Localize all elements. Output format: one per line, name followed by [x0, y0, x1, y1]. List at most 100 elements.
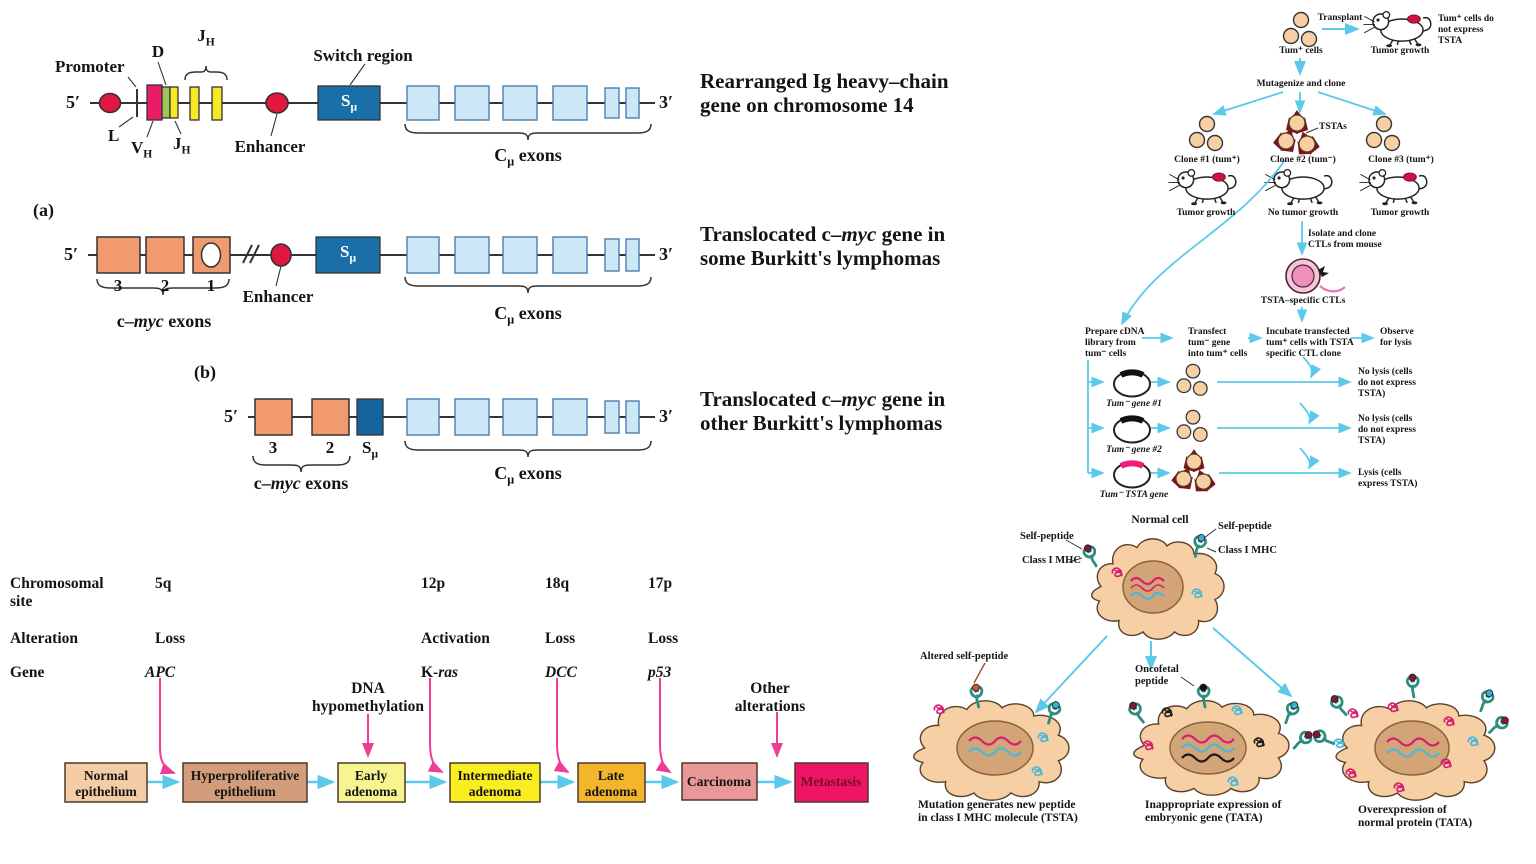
- vh-box: [146, 84, 163, 121]
- gene-dcc: DCC: [545, 664, 577, 681]
- switch-region-box-b: [356, 398, 384, 436]
- enhancer-oval: [265, 92, 289, 114]
- exon2-number: 2: [160, 276, 170, 295]
- stage-intermediate-adenoma: Intermediate adenoma: [457, 768, 533, 800]
- transfect-label: Transfect tum⁻ gene into tum⁺ cells: [1188, 327, 1248, 360]
- caption-tata-embryonic: Inappropriate expression of embryonic ge…: [1145, 799, 1282, 825]
- gene-p53: p53: [648, 664, 672, 681]
- jh-bottom-label: JH: [173, 134, 191, 157]
- cell-variant-arrows: [1034, 627, 1293, 714]
- c-mu-exons-label-b: Cμ exons: [494, 463, 562, 487]
- five-prime-b: 5′: [224, 406, 239, 426]
- altered-self-peptide-label: Altered self-peptide: [920, 651, 1009, 662]
- switch-region-box: [317, 85, 381, 121]
- header-alteration: Alteration: [10, 630, 79, 647]
- no-lysis1-label: No lysis (cells do not express TSTA): [1358, 367, 1416, 400]
- gene-apc: APC: [145, 664, 176, 681]
- exon3-number-b: 3: [268, 438, 278, 457]
- exon1-number: 1: [206, 276, 216, 295]
- c-mu-exon-boxes-a2: [406, 236, 640, 274]
- tum-gene2-label: Tum⁻ gene #2: [1106, 445, 1162, 455]
- class1-mhc-left-label: Class I MHC: [1022, 555, 1081, 566]
- vh-label: VH: [131, 138, 153, 161]
- braces-row-b: [252, 440, 652, 473]
- plasmid-gene2-icon: [1114, 418, 1150, 443]
- site-5q: 5q: [155, 575, 172, 592]
- jh-box-3: [211, 86, 223, 121]
- plasmid-tsta-gene-icon: [1114, 463, 1150, 488]
- growth3-label: Tumor growth: [1370, 208, 1430, 218]
- jh-box-1: [169, 86, 179, 119]
- stage-carcinoma: Carcinoma: [686, 774, 752, 789]
- clone2-tsta-cells-icon: [1271, 110, 1321, 158]
- alteration-loss-1: Loss: [155, 630, 186, 647]
- l-label: L: [108, 126, 120, 145]
- five-prime-label: 5′: [66, 92, 81, 112]
- procedure-arrows: [1087, 159, 1375, 479]
- header-chromosomal-site: Chromosomal site: [10, 575, 104, 610]
- c-mu-exon-boxes: [406, 85, 640, 121]
- alteration-activation: Activation: [421, 630, 490, 647]
- growth1-label: Tumor growth: [1176, 208, 1236, 218]
- braces-row-a: [96, 276, 652, 296]
- exon2-number-b: 2: [325, 438, 335, 457]
- pointer-lines: [118, 61, 366, 138]
- transfected-cells1-icon: [1176, 363, 1208, 396]
- self-peptide-right-label: Self-peptide: [1218, 521, 1272, 532]
- braces-row1: [184, 65, 652, 141]
- switch-region-box-a: [315, 236, 381, 274]
- d-box: [161, 86, 171, 119]
- stage-boxes: [64, 762, 869, 803]
- clone1-mouse-icon: [1167, 168, 1237, 206]
- s-mu-label-a: Sμ: [339, 242, 357, 265]
- tumor-growth-top-label: Tumor growth: [1370, 46, 1430, 56]
- mouse-tumor-icon: [1362, 10, 1432, 48]
- oncofetal-peptide-label: Oncofetal peptide: [1135, 664, 1179, 687]
- c-myc-exons-label-a: c–myc exons: [116, 311, 212, 331]
- clone3-label: Clone #3 (tum⁺): [1368, 155, 1434, 165]
- c-myc-exon-boxes-b: [254, 398, 350, 436]
- transplant-label: Transplant: [1317, 13, 1363, 23]
- tum-cells-icon: [1282, 11, 1318, 48]
- three-prime-label: 3′: [659, 92, 674, 112]
- self-peptide-left-label: Self-peptide: [1020, 531, 1074, 542]
- tum-tsta-gene-label: Tum⁻ TSTA gene: [1099, 490, 1169, 500]
- s-mu-label-b: Sμ: [361, 438, 379, 461]
- promoter-label: Promoter: [55, 57, 125, 76]
- no-lysis2-label: No lysis (cells do not express TSTA): [1358, 414, 1416, 447]
- prepare-cdna-label: Prepare cDNA library from tum⁻ cells: [1085, 327, 1145, 360]
- site-17p: 17p: [648, 575, 673, 592]
- tsta-specific-ctls-label: TSTA–specific CTLs: [1260, 296, 1346, 306]
- tumor-antigen-diagram: [912, 528, 1513, 802]
- enhancer-oval-a: [270, 243, 292, 267]
- break-slashes: [242, 244, 260, 264]
- c-mu-exons-label: Cμ exons: [494, 145, 562, 169]
- stage-normal-epithelium: Normal epithelium: [75, 768, 137, 800]
- promoter-oval: [98, 92, 122, 114]
- c-mu-exons-label-a: Cμ exons: [494, 303, 562, 327]
- transfected-cells2-icon: [1176, 409, 1208, 442]
- exon1-intron-oval: [200, 242, 222, 268]
- enhancer-label-a: Enhancer: [242, 287, 314, 306]
- c-myc-exons-label-b: c–myc exons: [253, 473, 349, 493]
- d-label: D: [151, 42, 165, 61]
- growth2-label: No tumor growth: [1267, 208, 1339, 218]
- tum-cells-label: Tum⁺ cells: [1279, 46, 1323, 56]
- dna-hypomethylation-label: DNA hypomethylation: [312, 680, 424, 715]
- ig-gene-diagram-row-b: [248, 398, 655, 473]
- c-myc-exon-boxes-a: [96, 236, 231, 274]
- gene-kras: K-ras: [421, 664, 459, 681]
- clone1-cells-icon: [1188, 115, 1224, 152]
- plasmid-gene1-icon: [1114, 372, 1150, 397]
- lysis-label: Lysis (cells express TSTA): [1358, 468, 1418, 490]
- caption-tata-overexpression: Overexpression of normal protein (TATA): [1358, 804, 1473, 830]
- clone3-mouse-icon: [1358, 168, 1428, 206]
- five-prime-a: 5′: [64, 244, 79, 264]
- stage-metastasis: Metastasis: [800, 774, 862, 789]
- no-express-tsta-label: Tum⁺ cells do not express TSTA: [1438, 14, 1494, 47]
- clone3-cells-icon: [1365, 115, 1401, 152]
- tum-gene1-label: Tum⁻ gene #1: [1106, 399, 1162, 409]
